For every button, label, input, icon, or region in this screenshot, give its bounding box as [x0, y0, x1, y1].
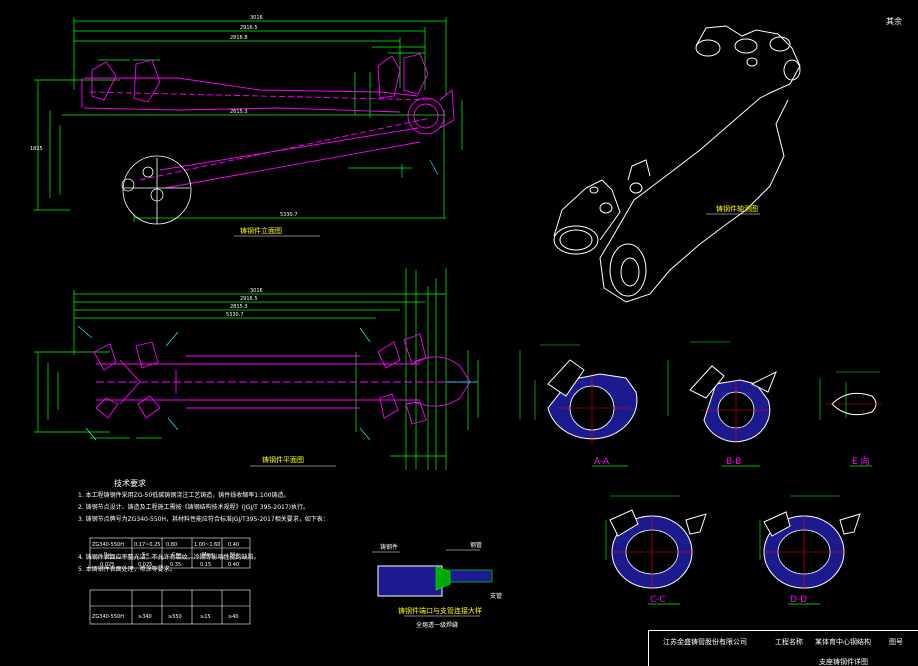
section-label-e: E 向 — [852, 455, 870, 467]
table1-cell: 0.15 — [200, 562, 211, 568]
front-elevation-view — [34, 17, 463, 237]
table1-cell: Mo≤ — [202, 552, 214, 558]
table2-cell: ≥550 — [168, 614, 182, 620]
table1-cell: 0.025 — [138, 562, 152, 568]
table1-cell: 0.40 — [228, 562, 239, 568]
table1-cell: 0.17~0.25 — [134, 542, 160, 548]
section-label-c: C-C — [650, 595, 666, 605]
table1-cell: 0.35 — [170, 562, 181, 568]
note-line: 2. 铸钢节点设计、铸造及工程施工需按《铸钢结构技术规程》(JGJ/T 395-… — [78, 504, 309, 511]
plan-dim: 3016 — [250, 288, 263, 294]
note-line: 5. 本铸钢件表面处理，喷涂等要求。 — [78, 566, 176, 573]
section-c-c — [605, 495, 707, 605]
technical-notes: 技术要求 1. 本工程铸钢件采用ZG-50低碳铸钢浇注工艺铸造，铸件线收缩率1:… — [78, 478, 329, 576]
section-label-d: D-D — [790, 595, 807, 605]
joint-label-pipe: 钢管 — [470, 541, 482, 549]
joint-subtitle: 全熔透一级焊缝 — [416, 621, 458, 629]
table1-cell: 0.40 — [228, 542, 239, 548]
corner-label: 其余 — [886, 16, 902, 26]
table1-cell: ZG340-550H — [92, 542, 124, 548]
table2-cell: ZG340-550H — [92, 614, 124, 620]
table1-cell: Cr≤ — [172, 552, 182, 558]
plan-dim: 5330.7 — [226, 312, 244, 318]
isometric-view — [553, 25, 801, 303]
note-line: 3. 铸钢节点牌号为ZG340-550H，其材料性能应符合标准JGJ/T395-… — [78, 516, 329, 523]
section-e-view — [819, 371, 882, 467]
front-dim: 1825 — [30, 146, 43, 152]
front-dim: 2916.5 — [240, 25, 258, 31]
note-line: 1. 本工程铸钢件采用ZG-50低碳铸钢浇注工艺铸造，铸件线收缩率1:100铸造… — [78, 492, 290, 499]
project-label: 工程名称 — [775, 638, 803, 646]
front-caption: 铸钢件立面图 — [240, 226, 282, 235]
joint-label-cast: 铸钢件 — [380, 543, 398, 551]
drawing-label: 图号 — [889, 638, 903, 646]
iso-caption: 铸钢件轴测图 — [716, 204, 758, 213]
section-label-b: B-B — [726, 457, 741, 467]
front-dim: 3016 — [250, 15, 263, 21]
notes-title: 技术要求 — [114, 479, 146, 488]
company-name: 江苏金盛铸管股份有限公司 — [663, 638, 747, 646]
plan-caption: 铸钢件平面图 — [262, 455, 304, 464]
section-b-b — [667, 341, 777, 467]
table1-cell: 1.00~1.60 — [194, 542, 220, 548]
table1-cell: Ni≤ — [230, 552, 239, 558]
plan-dim: 2916.5 — [240, 296, 258, 302]
material-tables — [89, 537, 251, 625]
section-d-d — [759, 495, 861, 605]
section-label-a: A-A — [594, 457, 610, 467]
front-dim: 5330.7 — [280, 212, 298, 218]
plan-view — [34, 268, 479, 470]
table2-cell: ≥340 — [138, 614, 152, 620]
title-block: 江苏金盛铸管股份有限公司 工程名称 某体育中心钢结构 图号 支座铸钢件详图 — [648, 630, 918, 666]
table1-cell: P≤ — [104, 552, 111, 558]
table1-cell: 0.80 — [166, 542, 177, 548]
front-dim: 2816.8 — [230, 35, 248, 41]
table1-cell: 0.025 — [100, 562, 114, 568]
front-dim: 2615.3 — [230, 109, 248, 115]
section-a-a — [519, 344, 638, 467]
table2-cell: ≥15 — [200, 614, 211, 620]
drawing-name: 支座铸钢件详图 — [819, 658, 868, 666]
joint-title: 铸钢件端口与支管连接大样 — [398, 606, 482, 615]
table1-cell: S≤ — [142, 552, 149, 558]
note-line: 4. 铸钢件表面应平整光洁，不允许有裂纹，冷隔等影响性能的缺陷。 — [78, 554, 260, 561]
joint-label-branch: 支管 — [490, 592, 502, 600]
project-name: 某体育中心钢结构 — [815, 638, 871, 646]
joint-detail — [372, 549, 493, 617]
plan-dim: 2815.3 — [230, 304, 248, 310]
table2-cell: ≥40 — [228, 614, 239, 620]
table-spacer — [78, 526, 329, 634]
